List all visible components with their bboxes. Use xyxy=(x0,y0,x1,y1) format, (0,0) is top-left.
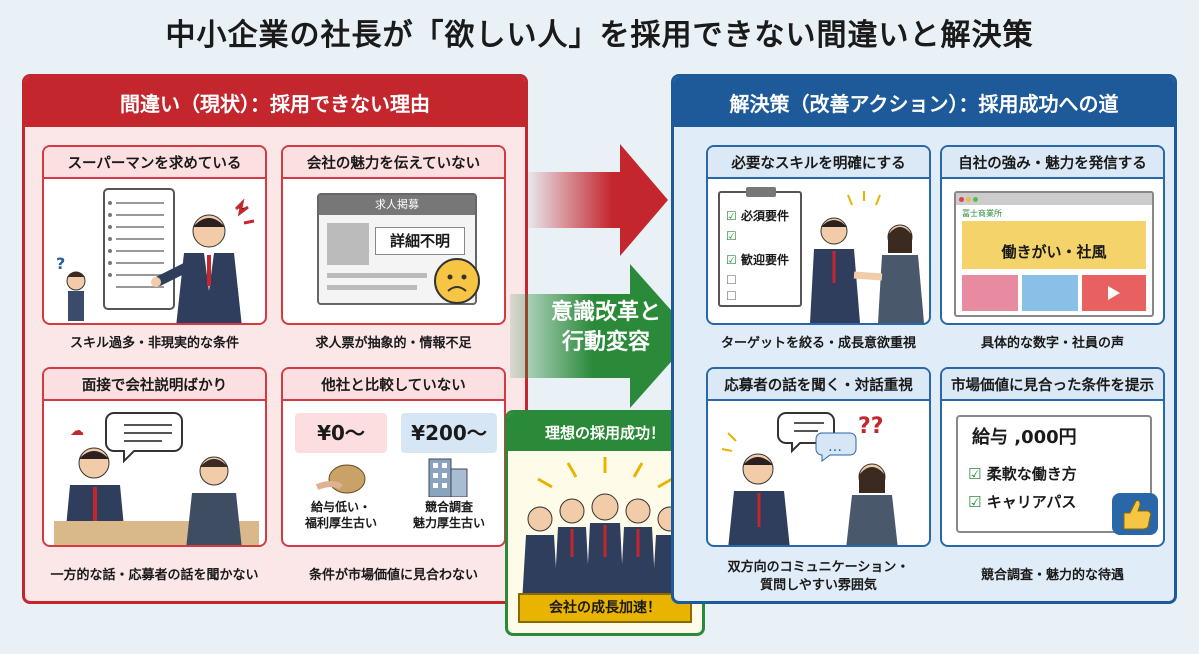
price-low: ¥0～ xyxy=(295,413,387,453)
mistakes-heading: 間違い（現状）：採用できない理由 xyxy=(25,77,525,127)
card-no-appeal: 会社の魅力を伝えていない 求人掲募 詳細不明 xyxy=(281,145,506,325)
card-caption: 双方向のコミュニケーション・ 質問しやすい雰囲気 xyxy=(727,560,910,593)
svg-text:…: … xyxy=(828,439,842,455)
card-caption: スキル過多・非現実的な条件 xyxy=(69,336,239,351)
demanding-boss-illustration: ? xyxy=(56,188,255,323)
check-required: ☑ 必須要件 xyxy=(726,209,789,223)
ideal-success-heading: 理想の採用成功！ xyxy=(508,413,702,451)
card-listen: 応募者の話を聞く・対話重視 … ?? xyxy=(706,367,931,547)
check-icon: ☑ xyxy=(968,493,982,511)
green-arrow-icon xyxy=(510,264,694,408)
card-caption: ターゲットを絞る・成長意欲重視 xyxy=(720,336,916,351)
page-title: 中小企業の社長が「欲しい人」を採用できない間違いと解決策 xyxy=(165,18,1034,53)
price-high: ¥200～ xyxy=(401,413,497,453)
svg-text:??: ?? xyxy=(858,414,884,439)
sad-face-icon xyxy=(434,258,480,304)
money-bag-icon xyxy=(315,464,366,494)
mistakes-panel: 間違い（現状）：採用できない理由 スーパーマンを求めている ? スキル過多・非現… xyxy=(22,74,528,604)
card-no-comparison: 他社と比較していない ¥0～ ¥200～ 給与低い・ 福利厚生古い 競合調査 魅… xyxy=(281,367,506,547)
office-building-icon xyxy=(428,458,468,497)
card-title: 面接で会社説明ばかり xyxy=(44,369,265,401)
solutions-panel: 解決策（改善アクション）：採用成功への道 必要なスキルを明確にする ☑ 必須要件… xyxy=(671,74,1177,604)
label-high: 競合調査 魅力厚生古い xyxy=(412,500,485,530)
avatar-placeholder-icon xyxy=(327,223,369,265)
label-low: 給与低い・ 福利厚生古い xyxy=(304,500,377,530)
site-banner-image xyxy=(962,221,1146,269)
card-title: スーパーマンを求めている xyxy=(44,147,265,179)
card-caption: 競合調査・魅力的な待遇 xyxy=(980,568,1124,583)
job-posting-card: 求人掲募 詳細不明 xyxy=(317,193,477,305)
thumbs-up-icon xyxy=(1112,493,1158,535)
browser-bar xyxy=(956,193,1152,205)
card-caption: 一方的な話・応募者の話を聞かない xyxy=(50,568,259,583)
check-icon: ☑ xyxy=(726,209,737,223)
card-interview: 面接で会社説明ばかり ☁ xyxy=(42,367,267,547)
detail-unknown-label: 詳細不明 xyxy=(375,227,465,255)
dialogue-illustration: … ?? xyxy=(721,412,898,545)
clipboard: ☑ 必須要件 ☑ ☑ 歓迎要件 ☐ ☐ xyxy=(718,187,802,307)
company-website-mockup: 冨士商業所 働きがい・社風 xyxy=(954,191,1154,317)
growth-banner: 会社の成長加速！ xyxy=(518,593,692,623)
green-arrow-text: 意識改革と 行動変容 xyxy=(550,300,661,355)
card-title: 自社の強み・魅力を発信する xyxy=(942,147,1163,179)
card-show-strengths: 自社の強み・魅力を発信する 冨士商業所 働きがい・社風 xyxy=(940,145,1165,325)
card-caption: 具体的な数字・社員の声 xyxy=(980,336,1124,351)
card-caption: 条件が市場価値に見合わない xyxy=(308,568,478,583)
check-icon: ☑ xyxy=(968,465,982,483)
red-arrow-icon xyxy=(528,144,668,256)
card-superman: スーパーマンを求めている ? xyxy=(42,145,267,325)
salary-value: 給与 ,000円 xyxy=(972,427,1077,448)
site-banner-text: 働きがい・社風 xyxy=(1001,243,1107,261)
card-title: 他社と比較していない xyxy=(283,369,504,401)
check-welcome: ☑ 歓迎要件 xyxy=(726,253,789,267)
video-play-icon xyxy=(1082,275,1146,311)
job-posting-header: 求人掲募 xyxy=(319,195,475,215)
card-title: 応募者の話を聞く・対話重視 xyxy=(708,369,929,401)
interview-illustration: ☁ xyxy=(54,412,259,545)
svg-text:?: ? xyxy=(56,254,65,273)
check-icon: ☑ xyxy=(726,229,737,243)
svg-text:☁: ☁ xyxy=(70,423,84,439)
card-title: 会社の魅力を伝えていない xyxy=(283,147,504,179)
card-title: 市場価値に見合った条件を提示 xyxy=(942,369,1163,401)
check-icon: ☑ xyxy=(726,253,737,267)
solutions-heading: 解決策（改善アクション）：採用成功への道 xyxy=(674,77,1174,127)
handshake-illustration xyxy=(810,191,924,323)
card-market-conditions: 市場価値に見合った条件を提示 給与 ,000円 ☑ 柔軟な働き方 ☑ キャリアパ… xyxy=(940,367,1165,547)
site-name: 冨士商業所 xyxy=(962,209,1002,218)
card-title: 必要なスキルを明確にする xyxy=(708,147,929,179)
card-caption: 求人票が抽象的・情報不足 xyxy=(315,336,472,351)
card-clarify-skills: 必要なスキルを明確にする ☑ 必須要件 ☑ ☑ 歓迎要件 ☐ ☐ xyxy=(706,145,931,325)
